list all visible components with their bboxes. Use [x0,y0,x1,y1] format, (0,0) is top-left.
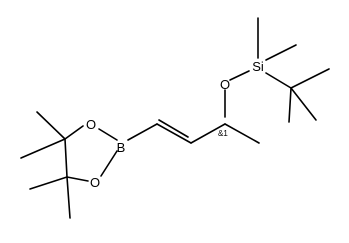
bond-b-o-bottom [100,150,118,177]
bond-o-bottom-c [66,176,89,182]
atom-label-o-ring-top: O [86,117,96,132]
bond-o-top-c [64,125,84,140]
bond-ctert-me1 [290,68,330,89]
bond-ring-me4 [66,176,71,219]
bond-vinyl-b [127,123,158,141]
bond-c-me [224,123,260,144]
atom-label-o-ether: O [220,77,230,92]
bond-si-ctert [265,72,292,89]
bond-ring-cc [64,138,68,178]
stereo-label: &1 [218,129,228,138]
bond-ring-me1 [36,111,66,140]
bond-b-o-top [98,128,118,141]
bond-ring-me2 [20,138,66,159]
atom-label-o-ring-bottom: O [90,175,100,190]
bond-alkene-double [158,119,189,138]
bond-ctert-me3 [288,87,292,123]
bond-ctert-me2 [290,87,317,121]
bond-o-si [229,70,250,81]
bond-si-me-right [265,44,297,61]
bond-ring-me3 [29,176,68,190]
bond-c-vinyl [190,123,226,144]
bond-alkene [156,123,192,144]
atom-label-si: Si [252,59,264,74]
atom-label-b: B [117,140,126,155]
